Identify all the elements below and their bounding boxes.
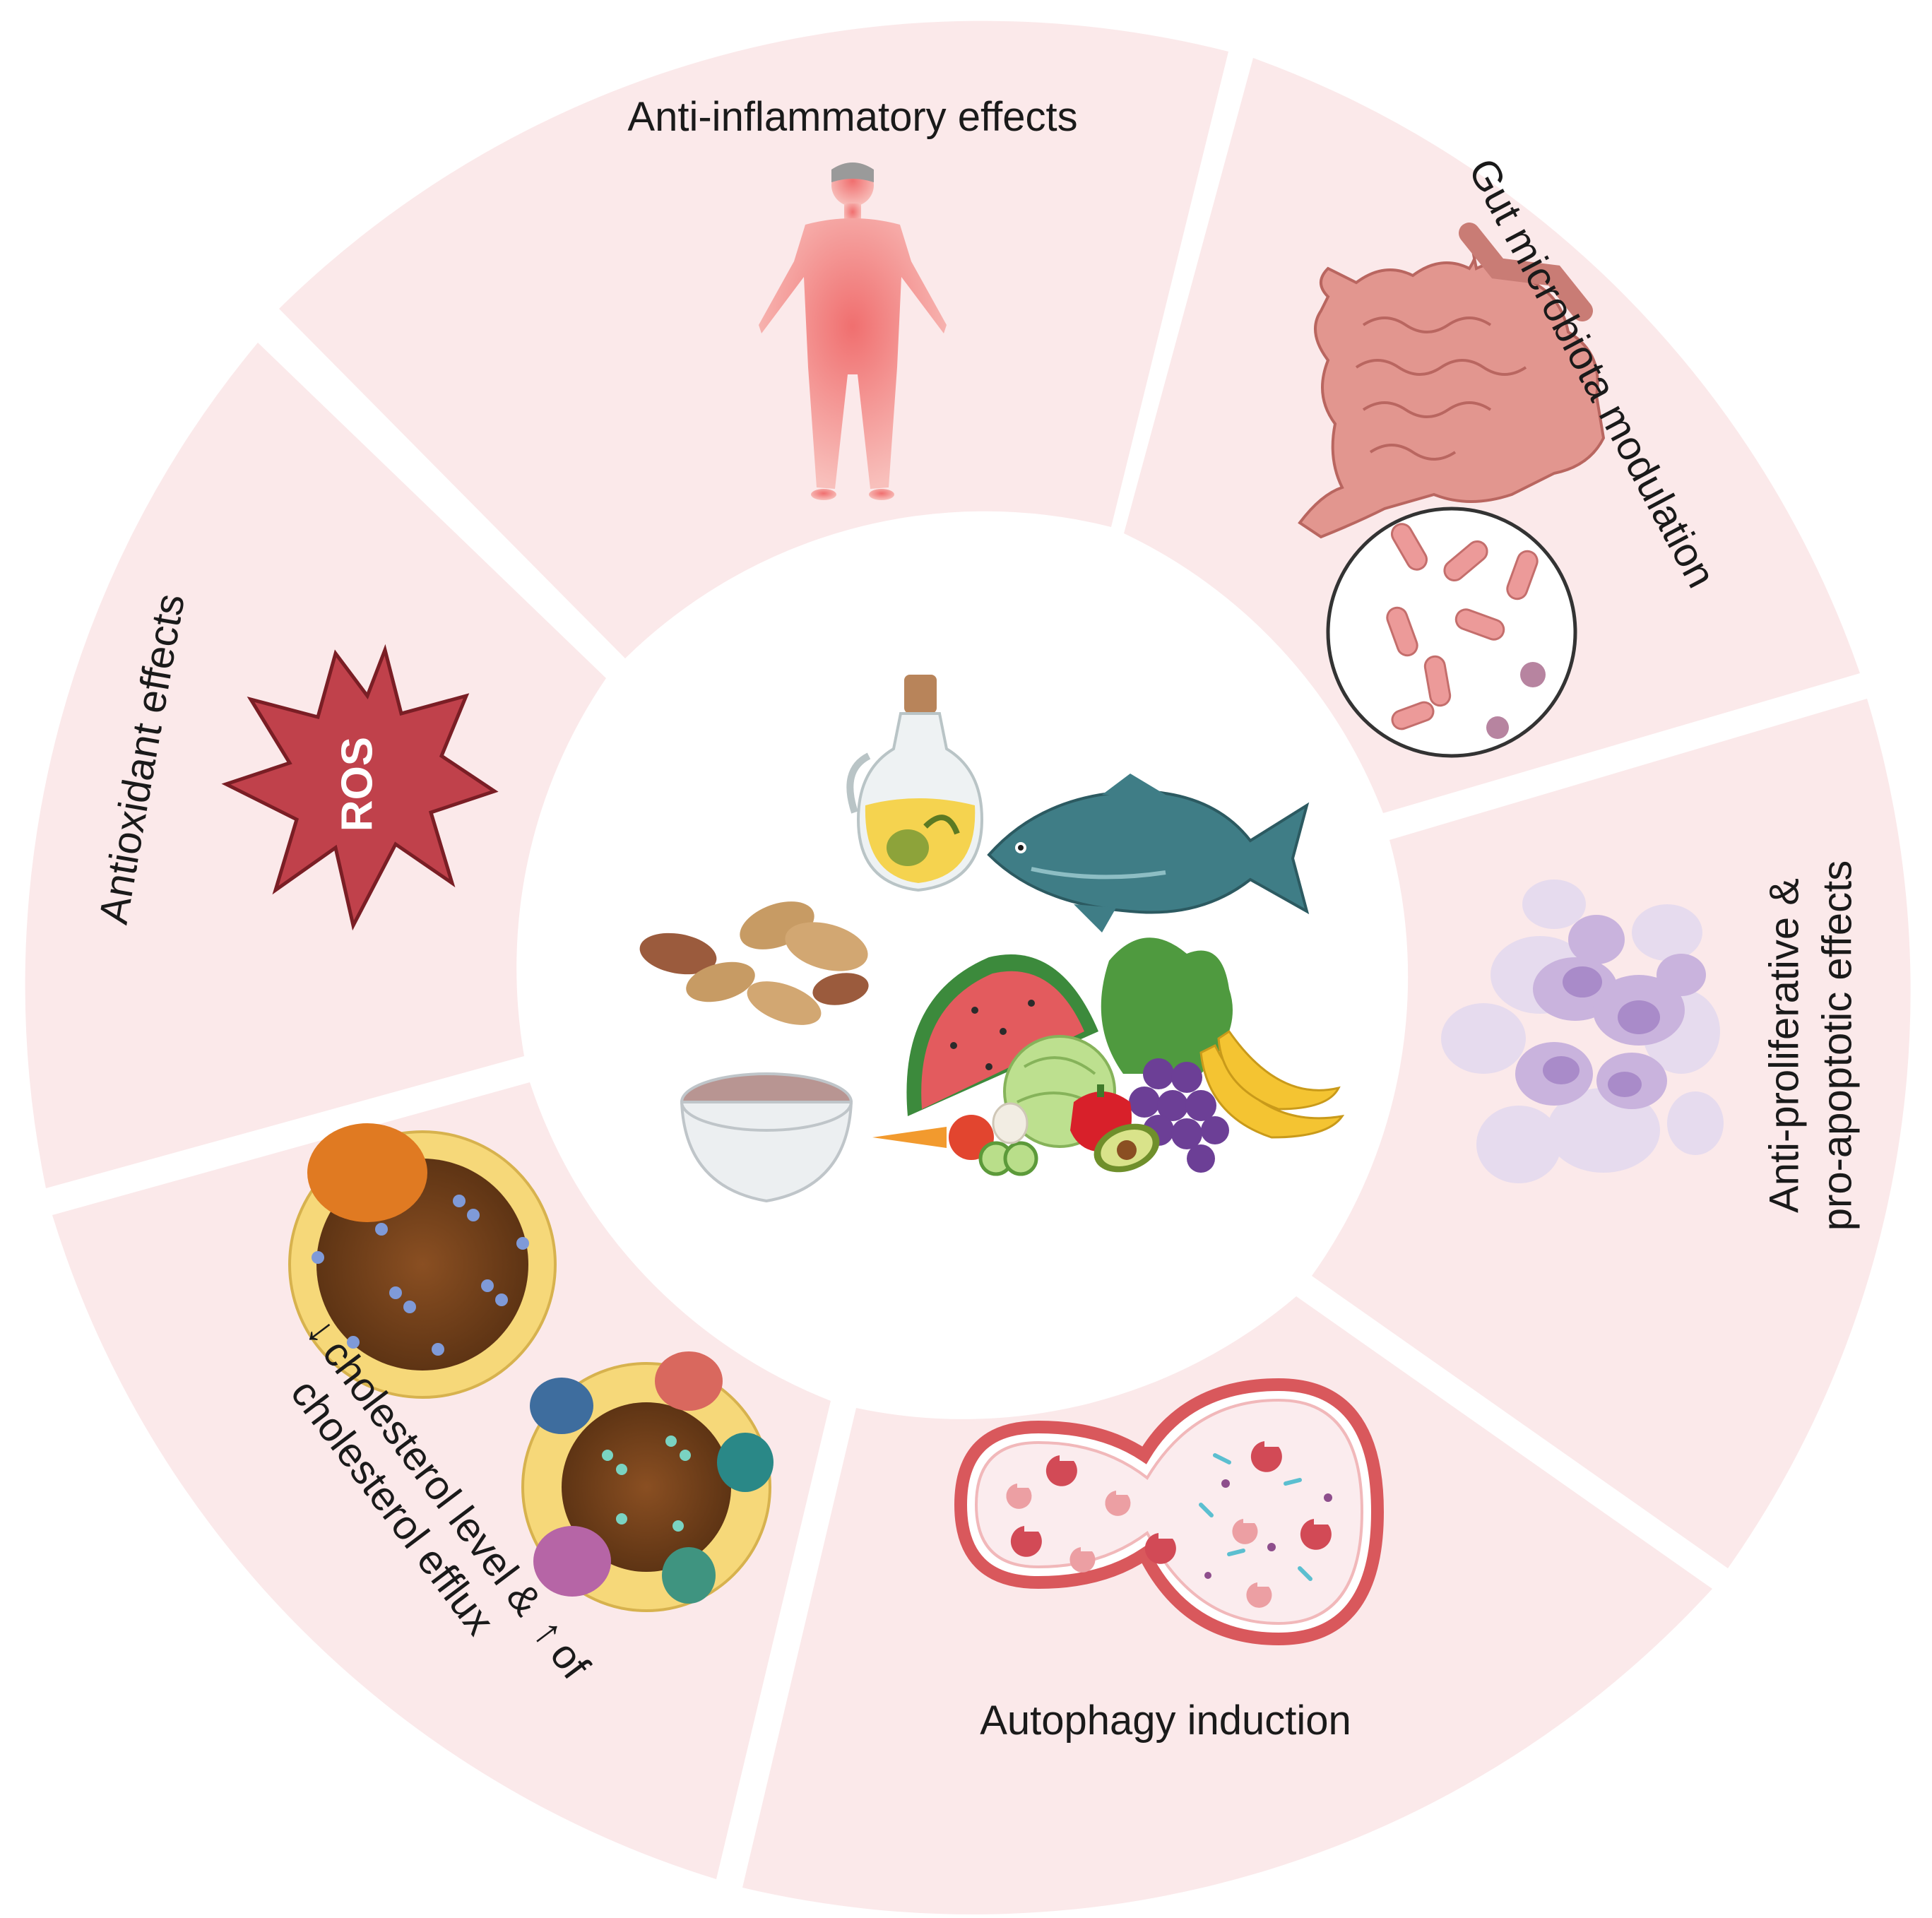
ring-segments (25, 20, 1911, 1914)
label-anti-proliferative-line1: Anti-proliferative & (1761, 878, 1807, 1213)
segment-cholesterol (52, 1082, 831, 1879)
segment-anti-inflammatory (279, 20, 1228, 659)
label-autophagy: Autophagy induction (980, 1698, 1351, 1744)
grapes-icon (1129, 1058, 1229, 1173)
food-cluster (639, 675, 1345, 1203)
rice-bowl-icon (680, 1072, 853, 1203)
cucumber-garlic-icon (978, 1102, 1038, 1176)
intestine-icon (1298, 223, 1606, 539)
cell-cluster-icon (1441, 880, 1724, 1183)
olive-oil-bottle-icon (846, 675, 984, 892)
fish-icon (987, 774, 1310, 933)
avocado-icon (1094, 1123, 1160, 1173)
peanuts-icon (639, 901, 869, 1025)
ros-starburst-icon: ROS (221, 644, 499, 931)
autophagosome-icon (954, 1378, 1385, 1646)
lipoprotein-large-icon (288, 1123, 557, 1399)
leafy-greens-icon (1101, 937, 1233, 1074)
ros-label: ROS (333, 737, 381, 831)
bananas-icon (1199, 1029, 1345, 1139)
tomato-carrot-icon (872, 1115, 994, 1160)
lipoprotein-small-icon (521, 1351, 774, 1612)
watermelon-icon (906, 954, 1098, 1116)
magnifier-bacteria-icon (1326, 507, 1577, 758)
label-anti-proliferative-line2: pro-apoptotic effects (1814, 860, 1860, 1231)
label-anti-inflammatory: Anti-inflammatory effects (627, 94, 1077, 140)
human-body-icon (759, 162, 947, 500)
